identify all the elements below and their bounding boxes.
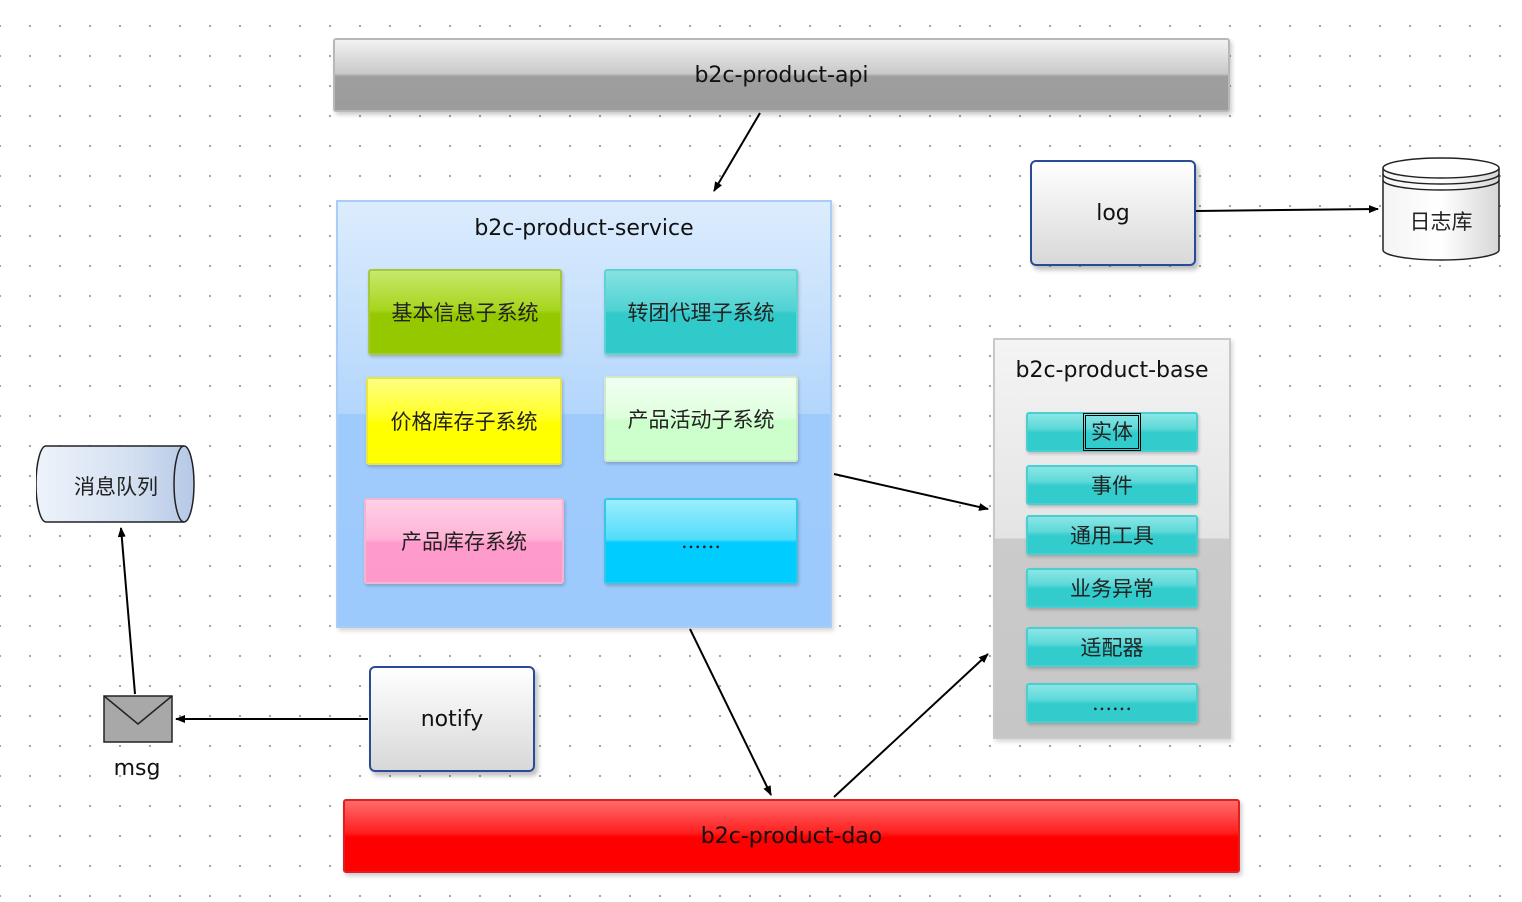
- subsystem-label: 产品库存系统: [401, 530, 527, 554]
- dao-layer[interactable]: b2c-product-dao: [343, 799, 1240, 873]
- dao-layer-label: b2c-product-dao: [700, 823, 883, 849]
- message-queue[interactable]: 消息队列: [35, 444, 196, 526]
- subsystem-label: 产品活动子系统: [627, 408, 775, 432]
- base-item-label: ......: [1091, 691, 1133, 715]
- arrow-msg-to-mq: [117, 527, 136, 695]
- subsystem-label: 转团代理子系统: [627, 301, 775, 325]
- base-item-label: 通用工具: [1070, 524, 1154, 548]
- queue-icon: [35, 445, 195, 523]
- envelope-icon: [103, 695, 173, 743]
- msg-node[interactable]: [103, 694, 173, 744]
- subsystem-label: 价格库存子系统: [390, 410, 538, 434]
- log-db-cylinder[interactable]: 日志库: [1380, 154, 1504, 266]
- database-icon: [1382, 157, 1500, 261]
- subsystem-label: 基本信息子系统: [391, 301, 539, 325]
- api-layer-label: b2c-product-api: [694, 62, 869, 88]
- subsystem-product-stock[interactable]: 产品库存系统: [364, 498, 564, 584]
- subsystem-label: ......: [680, 529, 722, 553]
- notify-node[interactable]: notify: [369, 666, 535, 772]
- base-item-label: 适配器: [1080, 636, 1144, 660]
- base-item-business-exception[interactable]: 业务异常: [1026, 568, 1198, 608]
- notify-node-label: notify: [420, 706, 484, 732]
- subsystem-more[interactable]: ......: [604, 498, 798, 584]
- arrow-service-to-base: [833, 473, 989, 511]
- base-item-event[interactable]: 事件: [1026, 465, 1198, 505]
- base-item-label: 事件: [1091, 474, 1133, 498]
- subsystem-group-agent[interactable]: 转团代理子系统: [604, 269, 798, 355]
- base-layer-title: b2c-product-base: [1015, 358, 1209, 383]
- base-item-common-tools[interactable]: 通用工具: [1026, 515, 1198, 555]
- arrow-service-to-dao: [689, 628, 772, 796]
- base-item-adapter[interactable]: 适配器: [1026, 627, 1198, 667]
- base-item-label: 实体: [1083, 413, 1141, 451]
- arrow-api-to-service: [713, 112, 761, 192]
- service-layer-title: b2c-product-service: [474, 216, 694, 241]
- msg-label: msg: [113, 756, 161, 781]
- message-queue-label: 消息队列: [74, 475, 158, 499]
- subsystem-basic-info[interactable]: 基本信息子系统: [368, 269, 562, 355]
- log-node-label: log: [1096, 200, 1130, 226]
- subsystem-price-inventory[interactable]: 价格库存子系统: [366, 377, 562, 465]
- arrow-log-to-logdb: [1195, 205, 1379, 214]
- subsystem-product-activity[interactable]: 产品活动子系统: [604, 376, 798, 462]
- arrow-dao-to-base: [833, 653, 989, 798]
- base-item-entity[interactable]: 实体: [1026, 412, 1198, 452]
- base-item-label: 业务异常: [1070, 577, 1154, 601]
- api-layer[interactable]: b2c-product-api: [333, 38, 1230, 112]
- log-node[interactable]: log: [1030, 160, 1196, 266]
- base-item-more[interactable]: ......: [1026, 683, 1198, 723]
- log-db-label: 日志库: [1409, 210, 1473, 234]
